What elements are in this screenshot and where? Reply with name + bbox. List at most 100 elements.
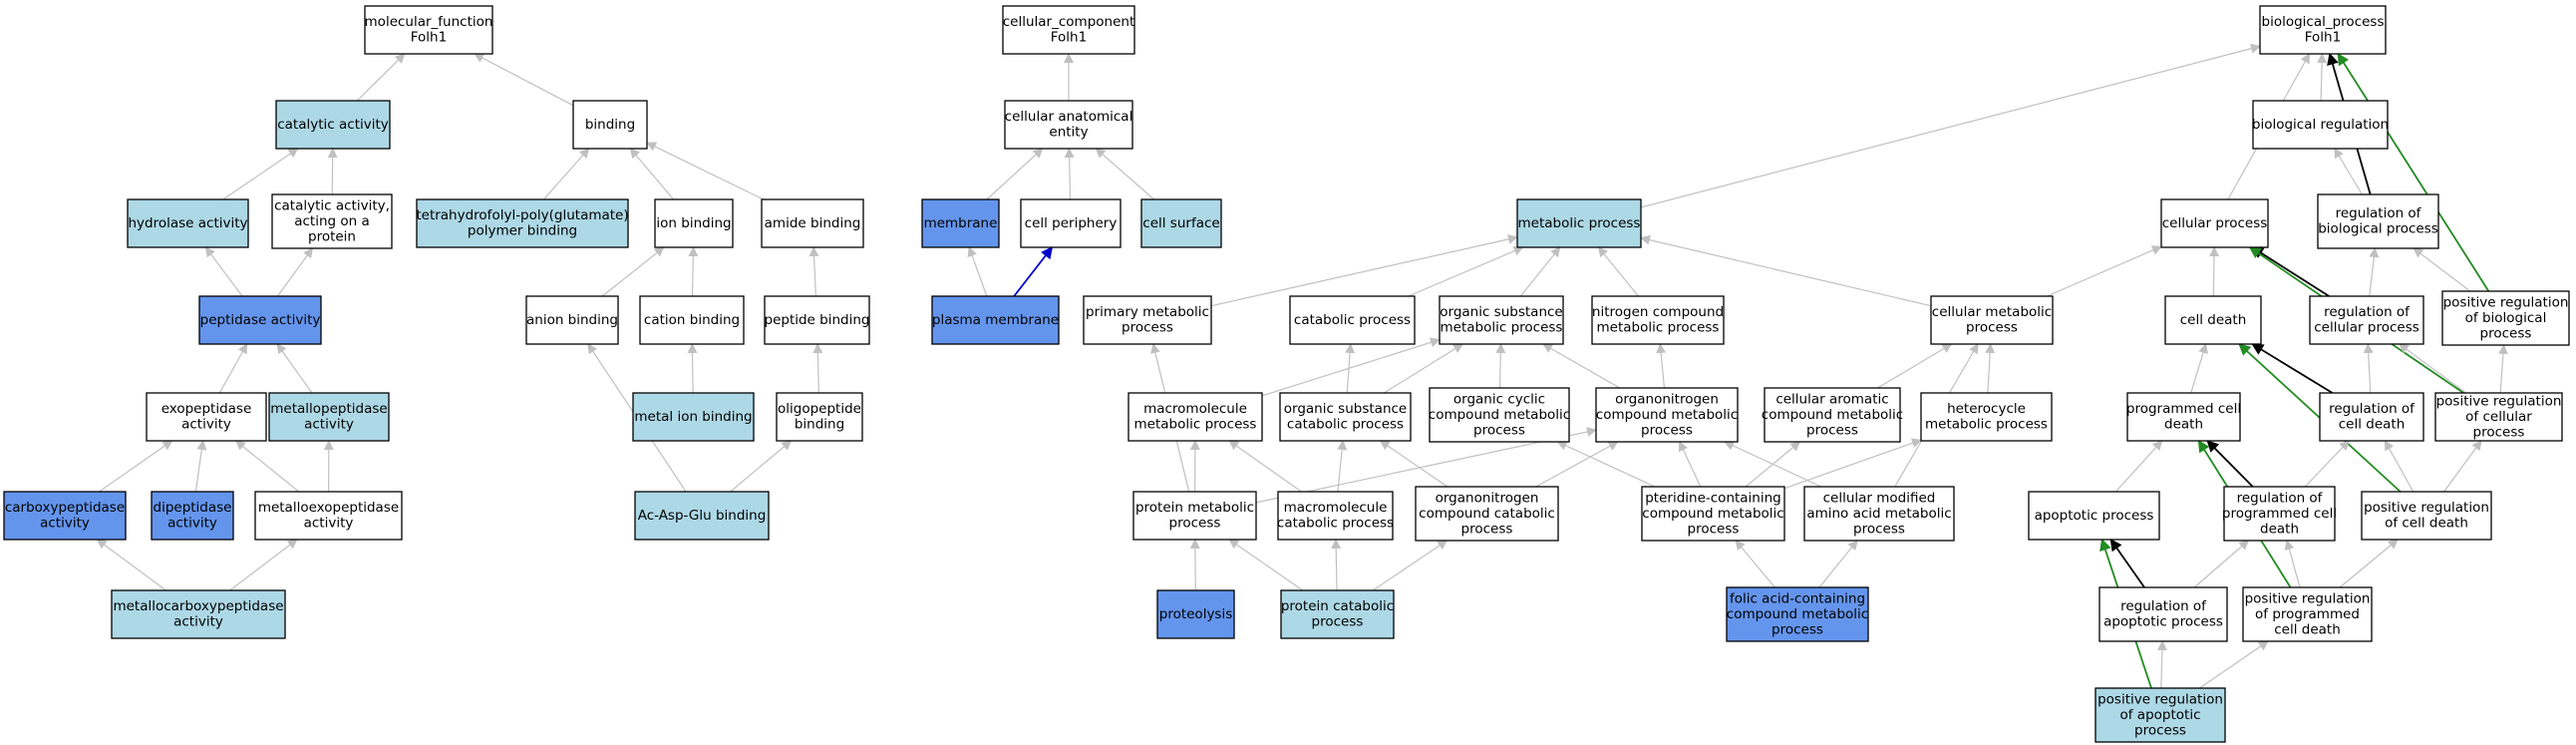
node-box <box>127 198 249 248</box>
node-box <box>271 193 393 249</box>
node-label-line: heterocycle <box>1947 401 2026 417</box>
edge-plasma-to-cellper <box>1013 246 1054 297</box>
node-label-line: plasma membrane <box>932 312 1059 328</box>
node-label-line: exopeptidase <box>161 401 252 417</box>
node-box <box>764 295 870 345</box>
go-term-node-catact: catalytic activity <box>275 100 391 150</box>
node-label-line: positive regulation <box>2364 500 2489 516</box>
node-label-line: regulation of <box>2237 490 2324 506</box>
node-label-line: catalytic activity <box>277 117 389 133</box>
node-box <box>525 295 619 345</box>
node-box <box>254 491 403 541</box>
edge-folic-to-cellmod <box>1818 540 1858 588</box>
edge-anionb-to-ionb <box>601 246 665 297</box>
go-term-node-cellproc: cellular process <box>2160 198 2269 248</box>
node-box <box>2242 586 2373 642</box>
node-box <box>2160 198 2269 248</box>
node-label-line: activity <box>173 614 223 630</box>
edge-exop-to-pept <box>218 343 248 394</box>
edge-peptb-to-amideb <box>808 246 819 297</box>
edge-poscell-to-regcell <box>2398 343 2467 394</box>
node-label-line: process <box>2480 325 2532 341</box>
node-box <box>2319 392 2424 442</box>
node-box <box>3 491 127 541</box>
go-term-node-celldeath: cell death <box>2164 295 2262 345</box>
node-label-line: acting on a <box>294 213 370 229</box>
node-box <box>1002 5 1135 55</box>
go-term-node-bioreg: biological regulation <box>2252 100 2389 150</box>
node-label-line: death <box>2260 521 2299 537</box>
go-term-node-amideb: amide binding <box>761 198 864 248</box>
node-box <box>1439 295 1564 345</box>
node-label-line: process <box>1169 516 1221 532</box>
node-box <box>1591 295 1725 345</box>
edge-macromet-to-orgsub <box>1261 337 1441 397</box>
node-label-line: cell death <box>2339 417 2406 433</box>
edge-regprog-to-progdeath <box>2206 440 2254 488</box>
node-box <box>1127 392 1263 442</box>
node-box <box>151 491 234 541</box>
node-box <box>2259 5 2387 55</box>
edge-regapop-to-regprog <box>2193 540 2250 588</box>
edge-pterid-to-orgcyc <box>1556 441 1656 488</box>
edge-protcat-to-protmet <box>1228 539 1304 591</box>
node-label-line: biological regulation <box>2252 117 2389 133</box>
node-label-line: proteolysis <box>1159 606 1233 622</box>
node-box <box>1764 387 1901 443</box>
node-label-line: ion binding <box>656 215 731 231</box>
node-label-line: of apoptotic <box>2120 707 2201 723</box>
node-label-line: apoptotic process <box>2035 508 2154 524</box>
node-label-line: biological process <box>2318 221 2438 237</box>
node-label-line: peptide binding <box>765 312 870 328</box>
edge-cellmet-to-metab <box>1640 234 1932 307</box>
node-label-line: process <box>1641 422 1693 438</box>
node-box <box>2028 491 2160 541</box>
edge-proteolysis-to-protmet <box>1189 539 1200 591</box>
node-box <box>275 100 391 150</box>
node-label-line: process <box>1771 621 1823 637</box>
node-box <box>776 392 863 442</box>
node-box <box>1930 295 2054 345</box>
node-label-line: of cell death <box>2385 516 2468 532</box>
node-label-line: organic cyclic <box>1453 391 1545 407</box>
node-label-line: peptidase activity <box>200 312 321 328</box>
go-term-node-proteolysis: proteolysis <box>1156 589 1235 639</box>
edge-apop-to-progdeath <box>2114 440 2163 493</box>
edge-acasp-to-oligob <box>730 440 793 493</box>
node-label-line: process <box>2473 424 2525 440</box>
go-term-node-anionb: anion binding <box>525 295 619 345</box>
edge-amideb-to-binding <box>646 142 765 200</box>
node-label-line: binding <box>585 117 635 133</box>
node-label-line: Folh1 <box>1051 30 1087 46</box>
go-term-node-catab: catabolic process <box>1289 295 1416 345</box>
go-term-node-pept: peptidase activity <box>198 295 322 345</box>
node-label-line: amide binding <box>765 215 861 231</box>
edge-orgsub-to-metab <box>1519 246 1561 297</box>
edge-pept-to-catprot <box>276 247 313 297</box>
node-box <box>1920 392 2053 442</box>
node-label-line: cellular aromatic <box>1775 391 1888 407</box>
edge-metalion-to-cationb <box>687 343 698 394</box>
node-box <box>2434 392 2563 442</box>
go-term-node-metab: metabolic process <box>1516 198 1642 248</box>
node-box <box>634 491 770 541</box>
edge-ionb-to-binding <box>629 148 675 200</box>
node-label-line: programmed cell <box>2222 506 2337 522</box>
node-label-line: cation binding <box>644 312 740 328</box>
node-label-line: cell surface <box>1142 215 1219 231</box>
edge-orgcyc-to-orgsub <box>1495 343 1506 389</box>
